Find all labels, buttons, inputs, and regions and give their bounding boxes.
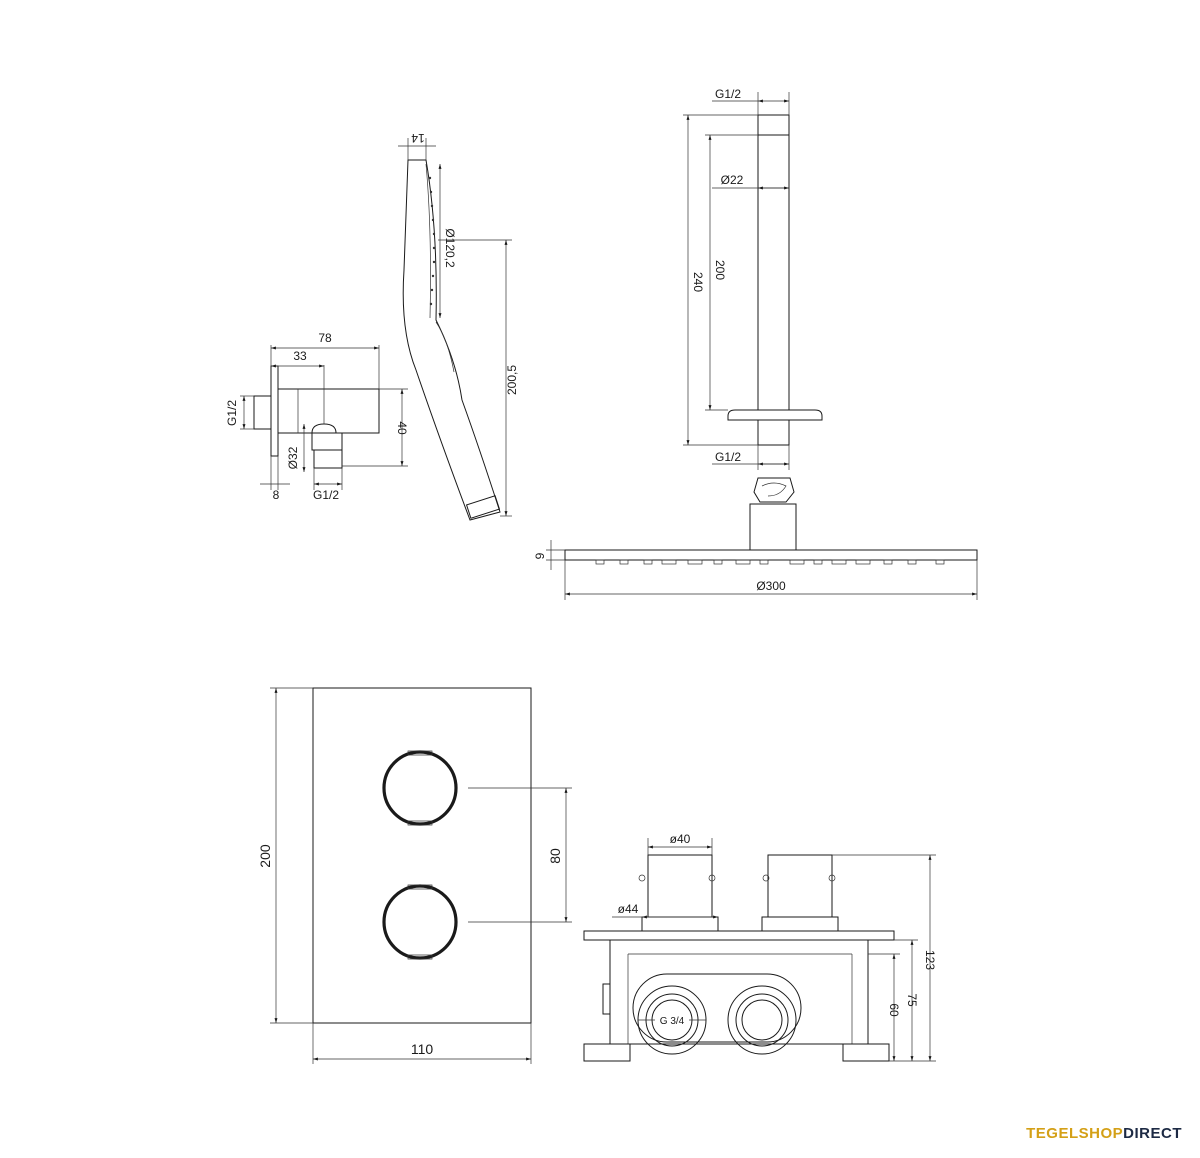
brand-logo-part2: DIRECT xyxy=(1123,1125,1182,1142)
rain-shower-dim-diameter: Ø300 xyxy=(756,579,786,593)
ceiling-arm-drawing: G1/2 Ø22 240 200 G1/2 xyxy=(683,87,823,470)
thermostat-side-left-knob xyxy=(647,854,713,918)
thermostat-side-housing xyxy=(609,939,869,1045)
thermostat-dim-box: 75 xyxy=(905,993,919,1007)
thermostat-bottom-knob xyxy=(382,884,458,960)
wall-outlet-dim-depth: 33 xyxy=(293,349,307,363)
hand-shower-dim-width: 14 xyxy=(411,131,425,145)
wall-outlet-connector xyxy=(311,423,343,451)
rain-shower-dim-thickness: 9 xyxy=(533,552,547,559)
thermostat-side-plate xyxy=(583,930,895,941)
thermostat-side-drawing: G 3/4 ø40 ø44 123 75 60 xyxy=(583,832,937,1062)
thermostat-top-knob xyxy=(382,750,458,826)
rain-shower-nozzles xyxy=(595,559,945,565)
thermostat-dim-knob: ø40 xyxy=(670,832,691,846)
ceiling-arm-dim-total: 240 xyxy=(691,272,705,292)
wall-outlet-dim-height: 40 xyxy=(395,421,409,435)
hand-shower-dim-head: Ø120,2 xyxy=(443,228,457,268)
wall-outlet-drawing: 78 33 G1/2 40 Ø32 8 G1/2 xyxy=(225,331,409,502)
thermostat-dim-total: 123 xyxy=(923,950,937,970)
thermostat-dim-inner: 60 xyxy=(887,1003,901,1017)
wall-outlet-left-thread xyxy=(253,395,272,430)
thermostat-dim-connection: G 3/4 xyxy=(660,1016,685,1027)
wall-outlet-dim-diameter: Ø32 xyxy=(286,446,300,469)
thermostat-dim-height: 200 xyxy=(257,844,273,868)
ceiling-arm-pipe xyxy=(757,134,790,411)
ceiling-arm-dim-top-thread: G1/2 xyxy=(715,87,741,101)
thermostat-side-valve-body xyxy=(632,973,802,1043)
hand-shower-nozzles xyxy=(428,176,436,306)
hand-shower-dim-length: 200,5 xyxy=(505,365,519,395)
brand-logo-part1: TEGELSHOP xyxy=(1026,1125,1124,1142)
ceiling-arm-dim-pipe: 200 xyxy=(713,260,727,280)
wall-outlet-body xyxy=(277,388,380,434)
wall-outlet-dim-bottom-thread: G1/2 xyxy=(313,488,339,502)
brand-logo: TEGELSHOPDIRECT xyxy=(1026,1125,1182,1142)
thermostat-dim-width: 110 xyxy=(411,1041,434,1057)
ceiling-arm-dim-bottom-thread: G1/2 xyxy=(715,450,741,464)
ceiling-arm-bottom-thread xyxy=(757,419,790,446)
thermostat-dim-spacing: 80 xyxy=(547,848,563,864)
hand-shower-body xyxy=(402,159,501,521)
rain-shower-head xyxy=(564,549,978,561)
rain-shower-connector xyxy=(749,503,797,551)
ceiling-arm-dim-diameter: Ø22 xyxy=(721,173,744,187)
rain-shower-ball-joint xyxy=(753,477,795,503)
wall-outlet-dim-thread: G1/2 xyxy=(225,400,239,426)
rain-shower-drawing: 9 Ø300 xyxy=(533,477,978,600)
thermostat-dim-rosette: ø44 xyxy=(618,902,639,916)
wall-outlet-dim-total: 78 xyxy=(318,331,332,345)
wall-outlet-bottom-thread xyxy=(313,449,343,469)
thermostat-side-connection-right xyxy=(727,985,797,1055)
hand-shower-thread xyxy=(465,495,501,519)
ceiling-arm-top-thread xyxy=(757,114,790,136)
thermostat-side-right-knob xyxy=(767,854,833,918)
thermostat-front-plate xyxy=(312,687,532,1024)
ceiling-arm-flange xyxy=(727,409,823,421)
wall-outlet-dim-plate: 8 xyxy=(273,488,280,502)
thermostat-front-drawing: 200 80 110 xyxy=(257,687,572,1064)
wall-outlet-plate xyxy=(270,365,279,457)
hand-shower-drawing: 14 Ø120,2 200,5 xyxy=(398,131,519,521)
